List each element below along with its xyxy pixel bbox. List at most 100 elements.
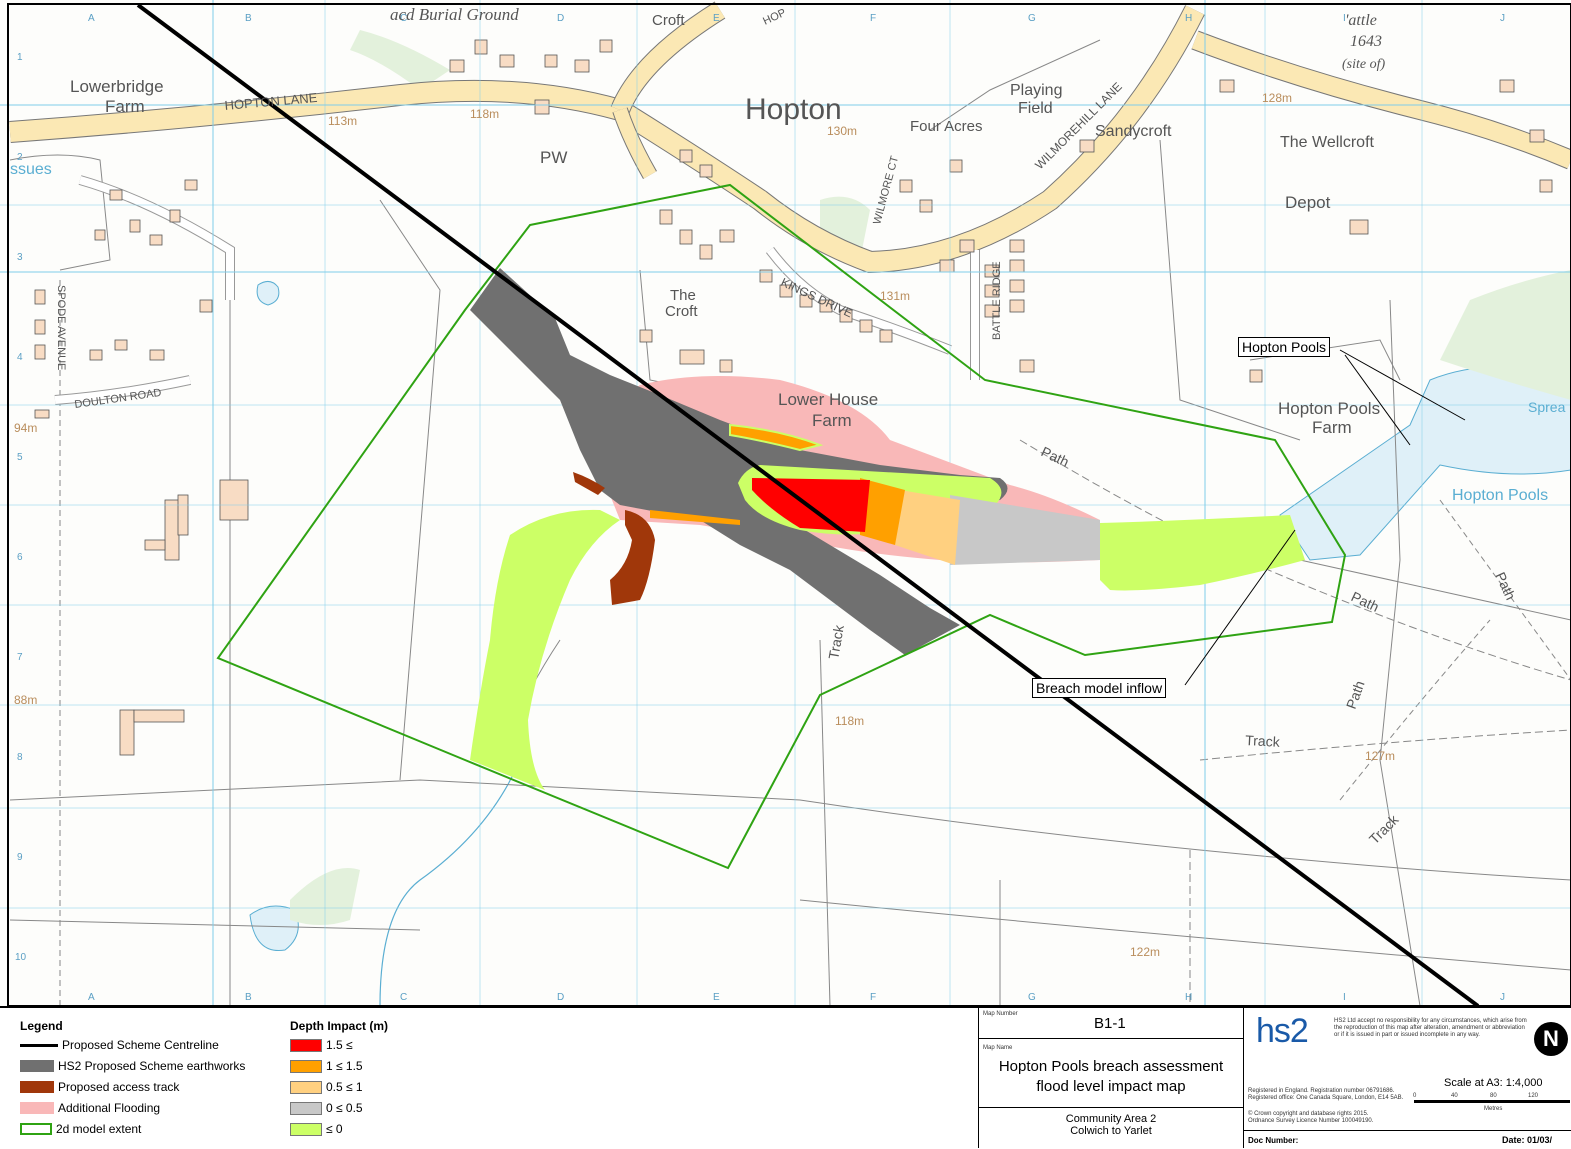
grid-col-d-top: D <box>557 13 564 24</box>
model-extent-swatch <box>20 1123 52 1135</box>
height-113: 113m <box>328 114 357 128</box>
doc-number-label: Doc Number: <box>1248 1136 1299 1145</box>
depth-le-0-west <box>470 509 620 790</box>
map-number-value: B1-1 <box>1094 1015 1126 1032</box>
height-118b: 118m <box>835 714 864 728</box>
track-label-2: Track <box>1245 732 1281 750</box>
additional-flooding-swatch <box>20 1102 54 1114</box>
depth-item-label: 0 ≤ 0.5 <box>326 1101 363 1115</box>
depth-1-to-1-5-west <box>650 510 740 525</box>
title-block-map-info: Map Number B1-1 Map Name Hopton Pools br… <box>978 1008 1243 1148</box>
grid-col-i-bottom: I <box>1343 992 1346 1003</box>
depth-swatch <box>290 1080 322 1094</box>
hs2-logo: hs2 <box>1256 1012 1309 1050</box>
flood-layers[interactable] <box>470 268 1305 790</box>
label-four-acres: Four Acres <box>910 118 983 135</box>
model-extent-outline <box>216 183 1347 870</box>
doc-number-row: Doc Number: Date: 01/03/ <box>1244 1130 1571 1149</box>
depth-item-0-5-to-1: 0.5 ≤ 1 <box>290 1080 363 1094</box>
depth-1-5-plus <box>752 478 870 532</box>
grid-col-f-bottom: F <box>870 992 876 1003</box>
label-sandycroft: Sandycroft <box>1095 123 1172 140</box>
road-battle-ridge: BATTLE RIDGE <box>991 261 1003 340</box>
label-battle-3: (site of) <box>1342 57 1385 72</box>
height-130: 130m <box>827 124 857 138</box>
scheme-centreline <box>136 3 1480 1006</box>
legend-item-additional-flooding: Additional Flooding <box>20 1101 160 1115</box>
grid-row-4: 4 <box>17 352 23 363</box>
grid-col-b-bottom: B <box>245 992 252 1003</box>
callout-hopton-pools: Hopton Pools <box>1238 337 1331 357</box>
disclaimer-text: HS2 Ltd accept no responsibility for any… <box>1334 1018 1527 1038</box>
scale-tick-80: 80 <box>1490 1093 1497 1099</box>
grid-col-c-bottom: C <box>400 992 407 1003</box>
legend-item-label: Additional Flooding <box>58 1101 161 1115</box>
registered-line-1: Registered in England. Registration numb… <box>1248 1088 1395 1094</box>
grid-row-8: 8 <box>17 752 23 763</box>
grid-col-f-top: F <box>870 13 876 24</box>
label-the-croft-1: The <box>670 287 696 304</box>
grid-col-h-top: H <box>1185 13 1192 24</box>
access-track-north <box>573 472 605 495</box>
scale-tick-120: 120 <box>1528 1093 1539 1099</box>
height-128: 128m <box>1262 91 1292 105</box>
height-118a: 118m <box>470 107 499 121</box>
access-track-south <box>610 510 655 605</box>
label-wellcroft: The Wellcroft <box>1280 134 1375 151</box>
scale-label: Scale at A3: 1:4,000 <box>1444 1077 1543 1089</box>
map-number-label: Map Number <box>983 1011 1018 1017</box>
depth-item-label: 0.5 ≤ 1 <box>326 1080 363 1094</box>
north-arrow-icon: N <box>1534 1022 1568 1056</box>
height-131: 131m <box>880 289 910 303</box>
copyright-line-1: © Crown copyright and database rights 20… <box>1248 1111 1369 1117</box>
label-lower-house-2: Farm <box>812 411 852 430</box>
depth-impact-title: Depth Impact (m) <box>290 1019 389 1033</box>
legend-item-centreline: Proposed Scheme Centreline <box>20 1038 219 1052</box>
depth-le-0-east <box>1100 515 1305 591</box>
legend-item-model-extent: 2d model extent <box>20 1122 141 1136</box>
legend-item-label: HS2 Proposed Scheme earthworks <box>58 1059 246 1073</box>
pond-south <box>249 905 299 952</box>
grid-col-e-bottom: E <box>713 992 720 1003</box>
depth-0-5-to-1 <box>895 490 960 565</box>
flood-map[interactable]: A B C D E F G H I J A B C D E F G H I J … <box>0 0 1571 1006</box>
grid-col-b-top: B <box>245 13 252 24</box>
label-the-croft-2: Croft <box>665 303 698 320</box>
grid-col-a-top: A <box>88 13 95 24</box>
label-pw: PW <box>540 148 567 167</box>
centreline-swatch <box>20 1043 58 1047</box>
scale-bar <box>1414 1100 1570 1103</box>
scale-tick-0: 0 <box>1413 1093 1417 1099</box>
label-hopton: Hopton <box>745 93 842 126</box>
callout-leaders <box>1184 349 1466 686</box>
grid-col-a-bottom: A <box>88 992 95 1003</box>
label-lowerbridge-1: Lowerbridge <box>70 77 164 96</box>
grid-row-2: 2 <box>17 152 23 163</box>
grid-row-3: 3 <box>17 252 23 263</box>
map-frame <box>7 3 1571 1006</box>
map-name-line-1: Hopton Pools breach assessment <box>998 1058 1224 1075</box>
label-playing-1: Playing <box>1010 82 1062 99</box>
earthworks-swatch <box>20 1060 54 1072</box>
community-line-1: Community Area 2 <box>1065 1113 1157 1125</box>
pond-west <box>256 281 280 306</box>
depth-swatch <box>290 1059 322 1073</box>
map-name-line-2: flood level impact map <box>1036 1078 1186 1095</box>
legend-item-access-track: Proposed access track <box>20 1080 179 1094</box>
depth-swatch <box>290 1101 322 1115</box>
grid-row-1: 1 <box>17 52 23 63</box>
woodland-north <box>350 30 450 90</box>
label-croft-top: Croft <box>652 12 685 29</box>
height-88: 88m <box>14 693 37 707</box>
depth-item-1-to-1-5: 1 ≤ 1.5 <box>290 1059 363 1073</box>
grid-col-g-top: G <box>1028 13 1036 24</box>
label-battle-2: 1643 <box>1350 33 1382 50</box>
map-footer-panel: Legend Proposed Scheme Centreline HS2 Pr… <box>0 1006 1571 1148</box>
community-line-2: Colwich to Yarlet <box>1070 1125 1152 1137</box>
earthworks-area <box>470 268 1008 655</box>
legend-item-earthworks: HS2 Proposed Scheme earthworks <box>20 1059 245 1073</box>
access-track-swatch <box>20 1081 54 1093</box>
grid-row-5: 5 <box>17 452 23 463</box>
label-burial-ground: acd Burial Ground <box>390 5 519 24</box>
grid-row-6: 6 <box>17 552 23 563</box>
